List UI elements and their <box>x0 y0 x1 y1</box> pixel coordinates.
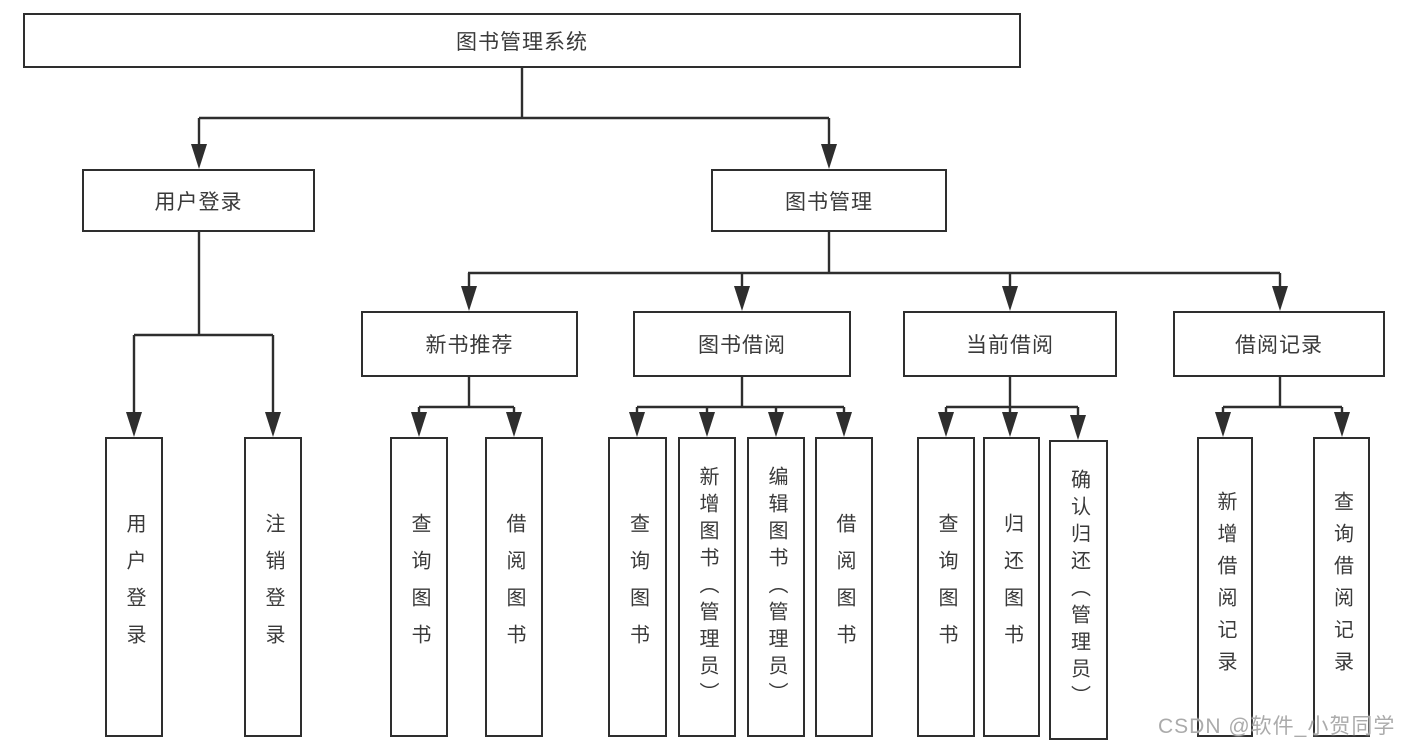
leaf-nbr-borrow-books-label: 借阅图书 <box>503 513 525 661</box>
node-new-book-rec-label: 新书推荐 <box>425 334 514 357</box>
arrowhead <box>265 412 281 437</box>
arrowhead <box>1334 412 1350 437</box>
arrowhead <box>836 412 852 437</box>
leaf-bb-edit-books: 编辑图书（管理员） <box>747 437 805 737</box>
connector-borrow-records-children <box>1215 377 1350 437</box>
leaf-br-add-record-label: 新增借阅记录 <box>1214 491 1236 683</box>
arrowhead <box>1272 286 1288 311</box>
connector-book-mgmt-sections <box>461 232 1288 311</box>
leaf-bb-borrow-books: 借阅图书 <box>815 437 873 737</box>
arrowhead <box>629 412 645 437</box>
node-book-borrow-label: 图书借阅 <box>698 334 786 357</box>
leaf-bb-borrow-books-label: 借阅图书 <box>833 513 855 661</box>
arrowhead <box>1002 286 1018 311</box>
leaf-bb-edit-books-label: 编辑图书（管理员） <box>765 465 787 709</box>
connector-new-book-rec-children <box>411 377 522 437</box>
arrowhead <box>1002 412 1018 437</box>
arrowhead <box>821 144 837 169</box>
arrowhead <box>126 412 142 437</box>
csdn-watermark: CSDN @软件_小贺同学 <box>1158 715 1396 738</box>
leaf-user-login: 用户登录 <box>105 437 163 737</box>
node-book-mgmt: 图书管理 <box>711 169 947 232</box>
arrowhead <box>411 412 427 437</box>
node-current-borrow-label: 当前借阅 <box>966 334 1054 357</box>
node-borrow-records-label: 借阅记录 <box>1235 334 1323 357</box>
leaf-bb-query-books-label: 查询图书 <box>626 513 649 661</box>
arrowhead <box>191 144 207 169</box>
node-borrow-records: 借阅记录 <box>1173 311 1385 377</box>
leaf-cb-confirm-return-label: 确认归还（管理员） <box>1067 468 1090 712</box>
leaf-cb-return-books: 归还图书 <box>983 437 1040 737</box>
leaf-cb-return-books-label: 归还图书 <box>1000 513 1023 661</box>
connector-root-to-level2 <box>191 68 837 169</box>
arrowhead <box>938 412 954 437</box>
node-new-book-rec: 新书推荐 <box>361 311 578 377</box>
leaf-nbr-query-books: 查询图书 <box>390 437 448 737</box>
leaf-cb-query-books-label: 查询图书 <box>935 513 957 661</box>
node-book-borrow: 图书借阅 <box>633 311 851 377</box>
connector-current-borrow-children <box>938 377 1086 440</box>
leaf-nbr-query-books-label: 查询图书 <box>408 513 430 661</box>
leaf-cb-confirm-return: 确认归还（管理员） <box>1049 440 1108 740</box>
arrowhead <box>461 286 477 311</box>
leaf-user-login-label: 用户登录 <box>123 513 145 661</box>
node-user-login-label: 用户登录 <box>154 190 243 214</box>
arrowhead <box>734 286 750 311</box>
arrowhead <box>506 412 522 437</box>
arrowhead <box>768 412 784 437</box>
node-root-label: 图书管理系统 <box>456 30 588 54</box>
connector-user-login-children <box>126 232 281 437</box>
leaf-br-add-record: 新增借阅记录 <box>1197 437 1253 737</box>
leaf-cb-query-books: 查询图书 <box>917 437 975 737</box>
leaf-bb-add-books-label: 新增图书（管理员） <box>696 465 718 709</box>
arrowhead <box>1215 412 1231 437</box>
node-current-borrow: 当前借阅 <box>903 311 1117 377</box>
node-root: 图书管理系统 <box>23 13 1021 68</box>
leaf-logout-label: 注销登录 <box>262 513 284 661</box>
leaf-br-query-record: 查询借阅记录 <box>1313 437 1370 737</box>
leaf-br-query-record-label: 查询借阅记录 <box>1330 491 1353 683</box>
arrowhead <box>699 412 715 437</box>
leaf-nbr-borrow-books: 借阅图书 <box>485 437 543 737</box>
node-book-mgmt-label: 图书管理 <box>785 190 873 214</box>
node-user-login: 用户登录 <box>82 169 315 232</box>
leaf-bb-query-books: 查询图书 <box>608 437 667 737</box>
leaf-bb-add-books: 新增图书（管理员） <box>678 437 736 737</box>
leaf-logout: 注销登录 <box>244 437 302 737</box>
connector-book-borrow-children <box>629 377 852 437</box>
arrowhead <box>1070 415 1086 440</box>
